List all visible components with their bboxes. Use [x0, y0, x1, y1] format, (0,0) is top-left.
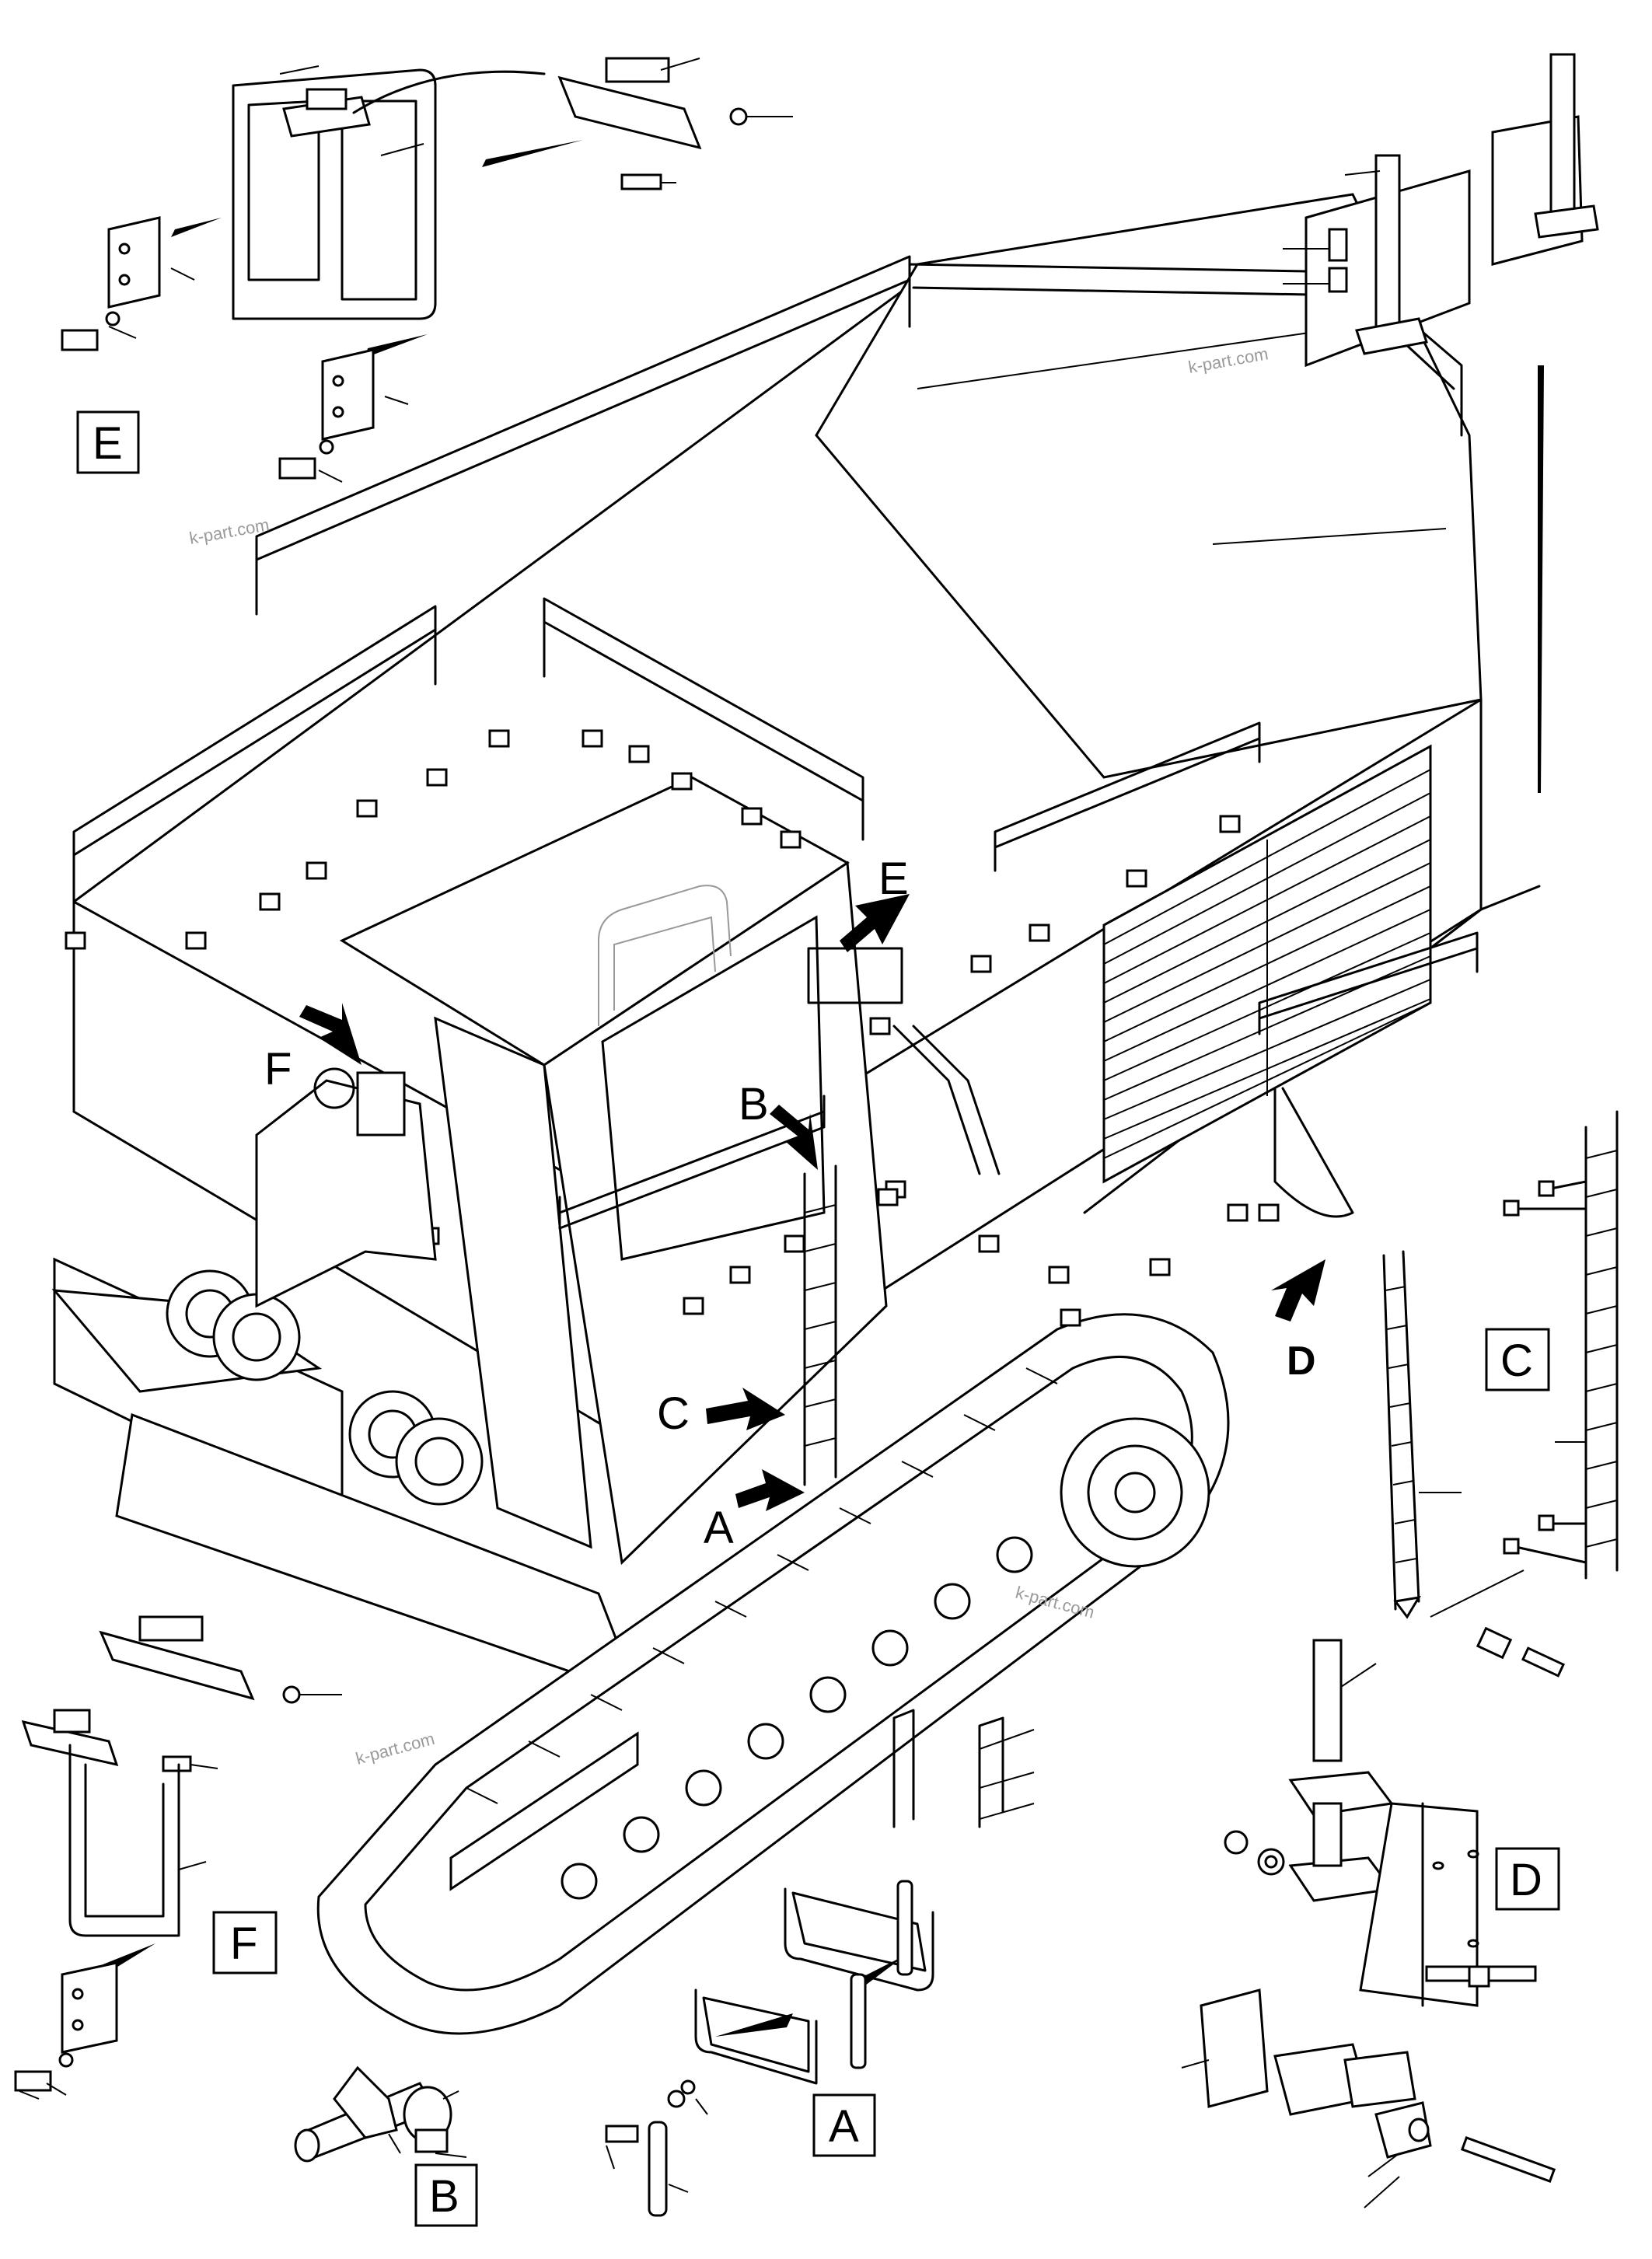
detail-view-B — [294, 2065, 467, 2163]
left-track — [51, 1269, 484, 1506]
detail-view-D — [1181, 1639, 1556, 2208]
ladder-detail — [1382, 1250, 1462, 1619]
operator-cab — [339, 776, 888, 1566]
callout-C: C — [657, 1388, 690, 1439]
engine-grille — [1102, 744, 1432, 1184]
view-label-C: C — [1500, 1335, 1533, 1386]
view-label-F: F — [230, 1919, 257, 1969]
callout-A: A — [704, 1503, 734, 1553]
cab-ladder — [803, 1164, 837, 1486]
detail-view-E — [61, 57, 793, 483]
detail-view-C — [1430, 1110, 1619, 1678]
view-label-B: B — [429, 2171, 459, 2222]
detail-view-A — [605, 1709, 1035, 2217]
detail-post-bracket — [1283, 53, 1599, 368]
watermark: k-part.com — [188, 515, 271, 548]
callout-B: B — [739, 1079, 769, 1130]
detail-view-F — [14, 1615, 342, 2100]
view-label-D: D — [1510, 1855, 1542, 1905]
callout-D: D — [1287, 1339, 1316, 1384]
view-label-A: A — [829, 2101, 859, 2152]
view-label-E: E — [93, 418, 123, 469]
right-crawler-track — [316, 1313, 1230, 2035]
callout-F: F — [264, 1044, 292, 1095]
callout-E: E — [878, 854, 909, 904]
watermark: k-part.com — [354, 1729, 437, 1768]
